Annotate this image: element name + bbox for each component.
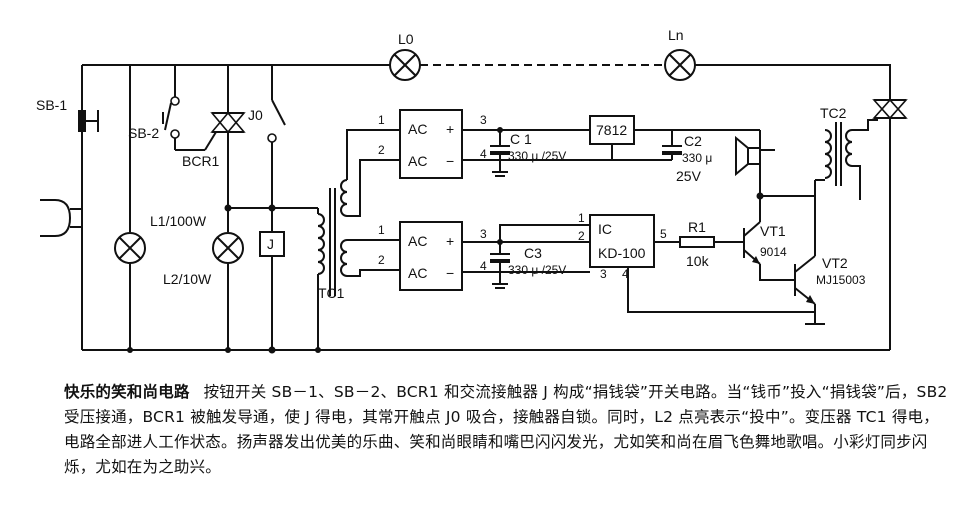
svg-text:+: + bbox=[446, 233, 454, 249]
svg-text:+: + bbox=[446, 121, 454, 137]
bcr1-label: BCR1 bbox=[182, 153, 220, 169]
svg-text:3: 3 bbox=[480, 227, 487, 241]
caption: 快乐的笑和尚电路按钮开关 SB－1、SB－2、BCR1 和交流接触器 J 构成“… bbox=[64, 380, 954, 480]
c2-label: C2 bbox=[684, 133, 702, 149]
svg-text:KD-100: KD-100 bbox=[598, 245, 646, 261]
svg-text:AC: AC bbox=[408, 265, 427, 281]
svg-text:−: − bbox=[446, 265, 454, 281]
svg-text:3: 3 bbox=[600, 267, 607, 281]
svg-text:1: 1 bbox=[378, 223, 385, 237]
r1-label: R1 bbox=[688, 219, 706, 235]
capacitor-c3 bbox=[490, 239, 510, 289]
vt1-part: 9014 bbox=[760, 245, 787, 259]
tc1-transformer bbox=[317, 179, 348, 350]
r1-value: 10k bbox=[686, 253, 710, 269]
bcr1-triac bbox=[204, 111, 246, 151]
ic-kd100: IC KD-100 bbox=[589, 214, 655, 268]
svg-text:2: 2 bbox=[578, 229, 585, 243]
vt2-label: VT2 bbox=[822, 255, 848, 271]
transistor-vt1 bbox=[743, 221, 761, 265]
svg-text:4: 4 bbox=[622, 267, 629, 281]
svg-text:2: 2 bbox=[378, 143, 385, 157]
c3-label: C3 bbox=[524, 245, 542, 261]
caption-body: 按钮开关 SB－1、SB－2、BCR1 和交流接触器 J 构成“捐钱袋”开关电路… bbox=[64, 383, 948, 476]
sb2-switch bbox=[162, 96, 180, 139]
circuit-schematic: SB-1 L1/100W SB-2 BCR1 L2/10W bbox=[36, 27, 908, 354]
svg-text:AC: AC bbox=[408, 233, 427, 249]
svg-text:AC: AC bbox=[408, 121, 427, 137]
c3-value: 330 μ /25V bbox=[508, 263, 566, 277]
resistor-r1 bbox=[679, 236, 715, 248]
sb2-label: SB-2 bbox=[128, 125, 159, 141]
svg-text:4: 4 bbox=[480, 259, 487, 273]
capacitor-c1 bbox=[490, 127, 510, 177]
sb1-label: SB-1 bbox=[36, 97, 67, 113]
tc2-label: TC2 bbox=[820, 105, 847, 121]
c1-label: C 1 bbox=[510, 131, 532, 147]
tc2-transformer bbox=[815, 122, 853, 186]
c2-value-2: 25V bbox=[676, 168, 702, 184]
svg-text:1: 1 bbox=[378, 113, 385, 127]
svg-text:5: 5 bbox=[660, 227, 667, 241]
svg-text:4: 4 bbox=[480, 147, 487, 161]
relay-j-label: J bbox=[267, 236, 274, 252]
vt2-part: MJ15003 bbox=[816, 273, 866, 287]
svg-text:−: − bbox=[446, 153, 454, 169]
svg-text:2: 2 bbox=[378, 253, 385, 267]
bridge-rectifier-2: AC AC + − bbox=[399, 221, 463, 291]
l2-label: L2/10W bbox=[163, 271, 212, 287]
ln-label: Ln bbox=[668, 27, 684, 43]
l1-label: L1/100W bbox=[150, 213, 207, 229]
vt1-label: VT1 bbox=[760, 223, 786, 239]
caption-title: 快乐的笑和尚电路 bbox=[64, 383, 190, 401]
l1-lamp bbox=[114, 232, 146, 264]
output-triac bbox=[872, 98, 908, 120]
c2-value-1: 330 μ bbox=[682, 151, 712, 165]
svg-text:AC: AC bbox=[408, 153, 427, 169]
bridge-rectifier-1: AC AC + − bbox=[399, 109, 463, 179]
svg-text:1: 1 bbox=[578, 211, 585, 225]
j0-label: J0 bbox=[248, 107, 263, 123]
l0-label: L0 bbox=[398, 31, 414, 47]
j0-contact bbox=[267, 99, 286, 143]
speaker-icon bbox=[735, 135, 761, 177]
svg-text:IC: IC bbox=[598, 221, 612, 237]
tc1-label: TC1 bbox=[318, 285, 345, 301]
capacitor-c2 bbox=[662, 130, 682, 160]
sb1-switch bbox=[78, 105, 99, 140]
lamp-l0 bbox=[389, 49, 421, 81]
svg-text:7812: 7812 bbox=[596, 122, 627, 138]
lamp-ln bbox=[664, 49, 696, 81]
transistor-vt2 bbox=[794, 255, 816, 305]
mains-plug bbox=[40, 199, 83, 237]
l2-lamp bbox=[212, 232, 244, 264]
svg-text:3: 3 bbox=[480, 113, 487, 127]
